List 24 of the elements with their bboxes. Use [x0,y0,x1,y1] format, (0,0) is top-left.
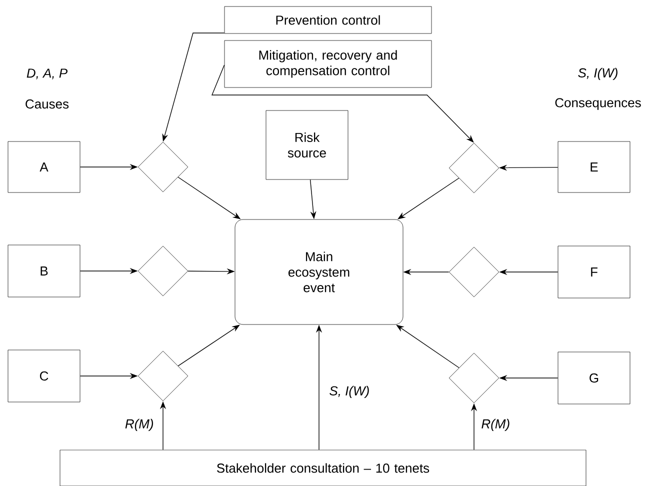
annotation: S, I(W) [578,68,618,80]
process-box: B [8,244,80,298]
decision-diamond [448,246,500,298]
process-box: Prevention control [224,6,432,34]
column-heading: Causes [26,99,69,109]
decision-diamond [448,142,500,194]
process-box: C [8,350,80,402]
column-heading: Consequences [555,98,641,110]
process-box: Stakeholder consultation – 10 tenets [60,450,586,486]
annotation: D, A, P [26,68,68,80]
decision-diamond [138,246,188,296]
event-box: Main ecosystem event [234,219,404,325]
decision-diamond [448,352,500,404]
decision-diamond [138,350,188,402]
process-box: E [558,141,630,193]
process-box: Risk source [266,110,348,180]
process-box: A [8,141,80,193]
decision-diamond [138,142,188,192]
edge-label: S, I(W) [330,386,369,398]
edge-label: R(M) [125,418,154,432]
process-box: G [558,352,630,404]
process-box: F [558,246,630,298]
callout-box: Mitigation, recovery and compensation control [224,40,432,88]
edge-label: R(M) [482,418,510,432]
